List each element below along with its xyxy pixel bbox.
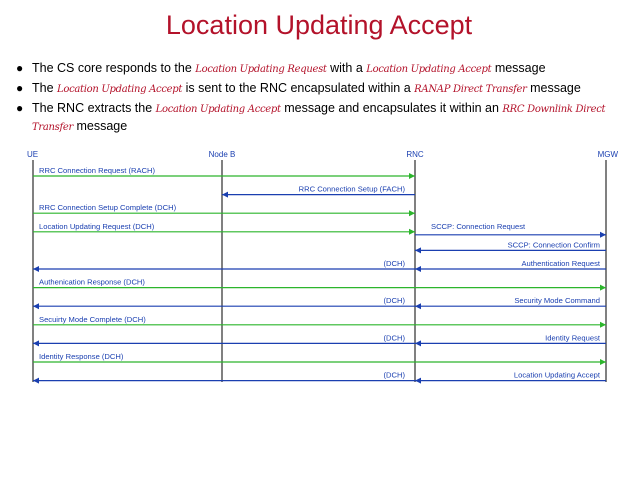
bullet-segment: message and encapsulates it within an xyxy=(280,101,503,115)
bullet-text: The CS core responds to the Location Upd… xyxy=(32,61,546,75)
bullet-text: The Location Updating Accept is sent to … xyxy=(32,81,581,95)
message-name: Location Updating Accept xyxy=(366,64,492,75)
bullet-list: ● The CS core responds to the Location Up… xyxy=(14,60,629,138)
bullet-text: The RNC extracts the Location Updating A… xyxy=(32,101,606,133)
arrow-head xyxy=(600,284,606,291)
arrow-head xyxy=(409,210,415,217)
arrow-head xyxy=(600,359,606,365)
bullet-segment: The RNC extracts the xyxy=(32,101,156,115)
message-label: Authenication Response (DCH) xyxy=(39,278,145,287)
message-label: RRC Connection Request (RACH) xyxy=(39,166,156,175)
sequence-diagram: UE Node B RNC MGW RRC Connection Request (RA… xyxy=(27,150,619,384)
bullet-segment: message xyxy=(72,119,128,133)
arrow-head xyxy=(415,266,421,272)
message-label: (DCH) xyxy=(383,371,405,380)
message-label: RRC Connection Setup (FACH) xyxy=(299,185,406,194)
node-label: UE xyxy=(27,150,38,159)
arrow-head xyxy=(33,377,39,384)
arrow-head xyxy=(33,266,39,272)
node-label: Node B xyxy=(209,150,236,159)
bullet-segment: message xyxy=(491,61,546,75)
message-label: Secuirty Mode Complete (DCH) xyxy=(39,315,146,324)
arrow-head xyxy=(33,340,39,347)
message-label: SCCP: Connection Request xyxy=(431,222,526,231)
bullet-dot-icon: ● xyxy=(16,81,24,95)
bullet-item: ● The CS core responds to the Location Up… xyxy=(14,60,629,78)
arrow-head xyxy=(415,340,421,347)
message-label: (DCH) xyxy=(383,296,405,305)
bullet-segment: with a xyxy=(326,61,367,75)
bullet-segment: is sent to the RNC encapsulated within a xyxy=(182,81,415,95)
message-name: RRC Downlink Direct Transfer xyxy=(32,104,606,133)
arrow-head xyxy=(415,303,421,310)
message-label: Security Mode Command xyxy=(514,296,600,305)
message-name: RANAP Direct Transfer xyxy=(414,84,527,95)
bullet-item: ● The RNC extracts the Location Updating … xyxy=(14,100,629,136)
message-label: Location Updating Accept xyxy=(514,371,601,380)
message-label: Location Updating Request (DCH) xyxy=(39,222,155,231)
arrow-head xyxy=(600,231,606,238)
arrow-head xyxy=(409,173,415,179)
message-label: RRC Connection Setup Complete (DCH) xyxy=(39,203,177,212)
arrow-head xyxy=(600,321,606,328)
message-name: Location Updating Accept xyxy=(57,84,183,95)
node-label: RNC xyxy=(406,150,424,159)
node-label: MGW xyxy=(598,150,619,159)
message-name: Location Updating Accept xyxy=(155,104,281,115)
message-label: Identity Response (DCH) xyxy=(39,352,124,361)
arrow-head xyxy=(222,191,228,198)
arrow-head xyxy=(415,247,421,254)
arrow-head xyxy=(409,228,415,235)
message-label: (DCH) xyxy=(383,259,405,268)
bullet-dot-icon: ● xyxy=(16,61,24,75)
bullet-segment: message xyxy=(526,81,581,95)
message-label: SCCP: Connection Confirm xyxy=(508,240,600,249)
arrow-head xyxy=(415,377,421,384)
message-name: Location Updating Request xyxy=(195,64,327,75)
message-label: Identity Request xyxy=(545,333,601,342)
bullet-dot-icon: ● xyxy=(16,101,24,115)
arrow-head xyxy=(33,303,39,310)
message-label: Authentication Request xyxy=(521,259,600,268)
message-label: (DCH) xyxy=(383,333,405,342)
slide-title: Location Updating Accept xyxy=(165,10,473,40)
bullet-item: ● The Location Updating Accept is sent to… xyxy=(14,80,629,98)
bullet-segment: The CS core responds to the xyxy=(32,61,196,75)
bullet-segment: The xyxy=(32,81,58,95)
